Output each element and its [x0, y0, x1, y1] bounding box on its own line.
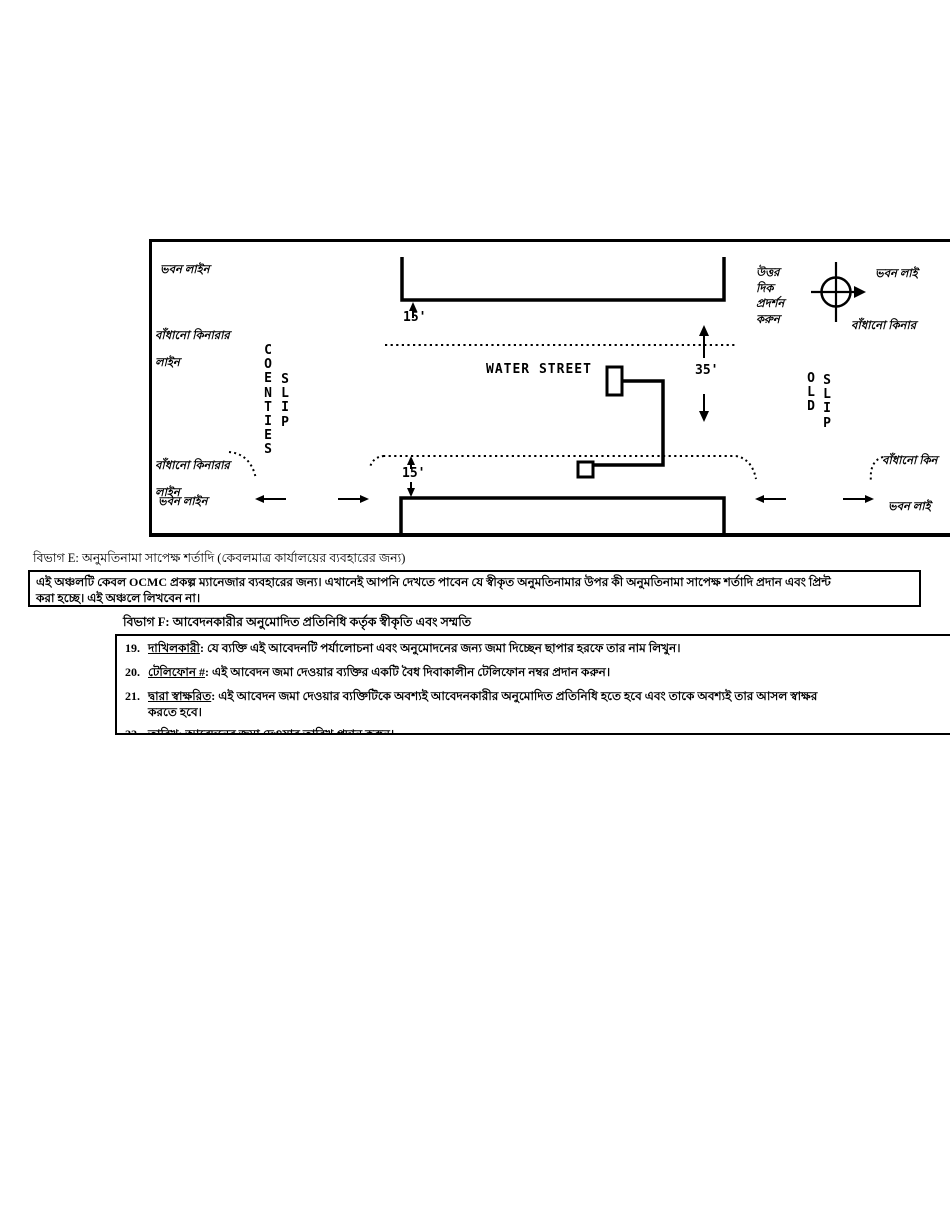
section-f-instructions-box: 19. দাখিলকারী: যে ব্যক্তি এই আবেদনটি পর্য… — [115, 634, 950, 735]
old-slip-col1: O L D — [807, 371, 815, 415]
section-e-heading: বিভাগ E: অনুমতিনামা সাপেক্ষ শর্তাদি (কেব… — [33, 551, 406, 565]
section-e-office-use-box: এই অঞ্চলটি কেবল OCMC প্রকল্প ম্যানেজার ব… — [28, 570, 921, 607]
compass-arrow-head — [854, 286, 866, 298]
far-right-curb-arc — [869, 456, 884, 483]
left-arrow-2-head — [755, 495, 764, 503]
instruction-item-22-clipped: 22. তারিখ: আবেদনের জমা দেওয়ার তারিখ প্রদ… — [117, 726, 395, 735]
building-line-label-bottom-right: ভবন লাই — [888, 501, 931, 513]
item-label: দাখিলকারী — [148, 641, 200, 655]
equipment-boom-path — [593, 379, 665, 467]
item-number: 20. — [125, 665, 140, 679]
compass-circle — [820, 276, 852, 308]
item-text: : আবেদনের জমা দেওয়ার তারিখ প্রদান করুন। — [178, 727, 395, 735]
curb-line-label-bottom-right: বাঁধানো কিন — [882, 455, 938, 467]
building-line-label-top-left: ভবন লাইন — [160, 264, 210, 276]
top-building-outline — [400, 257, 726, 302]
right-arrow-2-head — [865, 495, 874, 503]
building-line-label-top-right: ভবন লাই — [875, 268, 918, 280]
item-text: : এই আবেদন জমা দেওয়ার ব্যক্তির একটি বৈধ… — [205, 665, 611, 679]
item-label: টেলিফোন # — [148, 665, 206, 679]
section-e-box-line1: এই অঞ্চলটি কেবল OCMC প্রকল্প ম্যানেজার ব… — [36, 575, 831, 589]
site-plan-linework — [228, 257, 884, 534]
item-number: 21. — [125, 689, 140, 703]
lower-curb-right-curl — [735, 455, 757, 480]
item-number: 22. — [125, 727, 140, 735]
curb-line-label-line1: বাঁধানো কিনারার — [155, 459, 230, 472]
building-line-label-bottom-left: ভবন লাইন — [158, 496, 208, 508]
item-label: তারিখ — [148, 727, 179, 735]
north-direction-note: উত্তর দিক প্রদর্শন করুন — [756, 267, 785, 326]
street-name-label: WATER STREET — [486, 362, 592, 377]
bottom-setback-measurement: 15' — [402, 466, 426, 481]
street-width-arrow-up-head — [699, 325, 709, 336]
lower-curb-left-curl — [369, 455, 385, 468]
item-number: 19. — [125, 641, 140, 655]
item-label: দ্বারা স্বাক্ষরিত — [148, 689, 212, 703]
curb-line-label-line2: লাইন — [155, 356, 180, 369]
curb-line-label-line2: লাইন — [155, 486, 180, 499]
item-text: : যে ব্যক্তি এই আবেদনটি পর্যালোচনা এবং অ… — [199, 641, 681, 655]
right-arrow-1-head — [360, 495, 369, 503]
bottom-setback-arrow-down-head — [407, 488, 415, 497]
equipment-square — [576, 460, 595, 479]
left-arrow-1-head — [255, 495, 264, 503]
instruction-item-19: 19. দাখিলকারী: যে ব্যক্তি এই আবেদনটি পর্য… — [117, 640, 680, 656]
instruction-item-21-line2: করতে হবে। — [148, 705, 202, 719]
section-e-box-line2: করা হচ্ছে। এই অঞ্চলে লিখবেন না। — [36, 591, 201, 605]
curb-line-label-top-right: বাঁধানো কিনার — [851, 320, 917, 332]
curb-line-label-bottom-left: বাঁধানো কিনারার লাইন — [155, 446, 230, 500]
equipment-rect — [605, 365, 624, 397]
coenties-slip-col1: C O E N T I E S — [264, 343, 272, 458]
instruction-item-21: 21. দ্বারা স্বাক্ষরিত: এই আবেদন জমা দেওয়… — [117, 688, 817, 704]
top-setback-measurement: 15' — [403, 310, 427, 325]
curb-line-label-line1: বাঁধানো কিনারার — [155, 329, 230, 342]
site-plan-diagram: ভবন লাইন বাঁধানো কিনারার লাইন বাঁধানো কি… — [149, 239, 950, 537]
old-slip-col2: S L I P — [823, 373, 831, 431]
instruction-item-20: 20. টেলিফোন #: এই আবেদন জমা দেওয়ার ব্যক্… — [117, 664, 610, 680]
coenties-slip-col2: S L I P — [281, 372, 289, 430]
bottom-setback-arrow-up-head — [407, 456, 415, 465]
top-setback-arrow-head — [409, 302, 417, 311]
item-text: : এই আবেদন জমা দেওয়ার ব্যক্তিটিকে অবশ্য… — [211, 689, 818, 703]
street-width-arrow-down-head — [699, 411, 709, 422]
curb-line-label-top-left: বাঁধানো কিনারার লাইন — [155, 316, 230, 370]
street-width-measurement: 35' — [695, 363, 719, 378]
bottom-building-outline — [399, 496, 726, 534]
section-f-heading: বিভাগ F: আবেদনকারীর অনুমোদিত প্রতিনিধি ক… — [123, 615, 472, 629]
far-left-curb-arc — [228, 451, 257, 480]
